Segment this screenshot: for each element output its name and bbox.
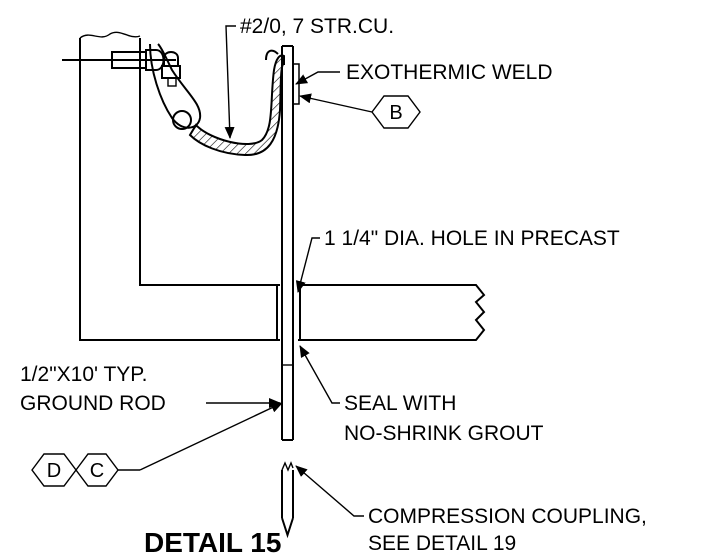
tag-c-label: C <box>90 460 104 482</box>
tag-b-label: B <box>389 102 402 124</box>
label-conductor: #2/0, 7 STR.CU. <box>240 15 394 38</box>
label-hole: 1 1/4" DIA. HOLE IN PRECAST <box>324 227 620 250</box>
tag-b: B <box>371 95 421 129</box>
ground-rod <box>281 45 294 441</box>
tag-d: D <box>31 453 77 487</box>
label-coupling-line1: COMPRESSION COUPLING, <box>368 505 647 528</box>
label-seal-line1: SEAL WITH <box>344 392 456 415</box>
label-exothermic-weld: EXOTHERMIC WELD <box>346 61 553 84</box>
wall-bolt <box>62 49 176 71</box>
precast-hole <box>276 285 301 340</box>
clamp-shackle <box>149 43 202 130</box>
ground-rod-lower-end <box>281 461 294 539</box>
tag-d-label: D <box>47 460 61 482</box>
leader-lines <box>139 25 373 517</box>
label-rod-line1: 1/2"X10' TYP. <box>20 363 147 386</box>
precast-structure <box>79 31 486 341</box>
detail-title: DETAIL 15 <box>144 527 281 556</box>
label-seal-line2: NO-SHRINK GROUT <box>344 422 544 445</box>
label-rod-line2: GROUND ROD <box>20 392 166 415</box>
label-coupling-line2: SEE DETAIL 19 <box>368 532 516 555</box>
tag-c: C <box>75 453 119 487</box>
ground-conductor <box>188 49 285 157</box>
